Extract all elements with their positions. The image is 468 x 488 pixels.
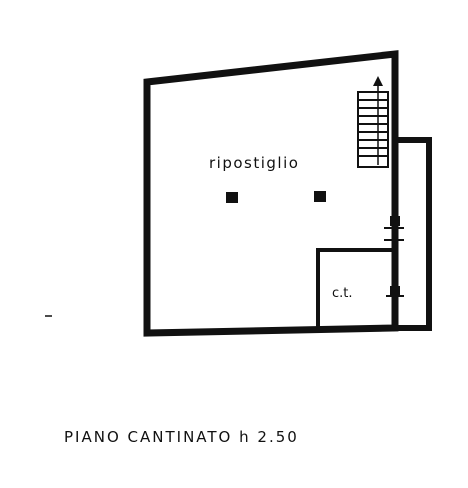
technical-room-wall — [316, 248, 392, 330]
stair-arrow-head — [373, 76, 383, 86]
column-annex-lower — [390, 286, 400, 296]
column-left — [226, 192, 238, 203]
interior-walls — [316, 227, 404, 330]
staircase — [357, 76, 389, 168]
columns — [226, 191, 400, 296]
plan-caption: PIANO CANTINATO h 2.50 — [64, 428, 299, 446]
stair-treads — [358, 99, 388, 157]
staircase-outline — [357, 91, 389, 168]
room-label-technical: c.t. — [332, 286, 353, 301]
outer-walls — [143, 50, 432, 337]
column-right — [314, 191, 326, 202]
column-annex-upper — [390, 216, 400, 226]
room-label-storage: ripostiglio — [209, 154, 299, 172]
east-annex-wall — [395, 137, 432, 331]
